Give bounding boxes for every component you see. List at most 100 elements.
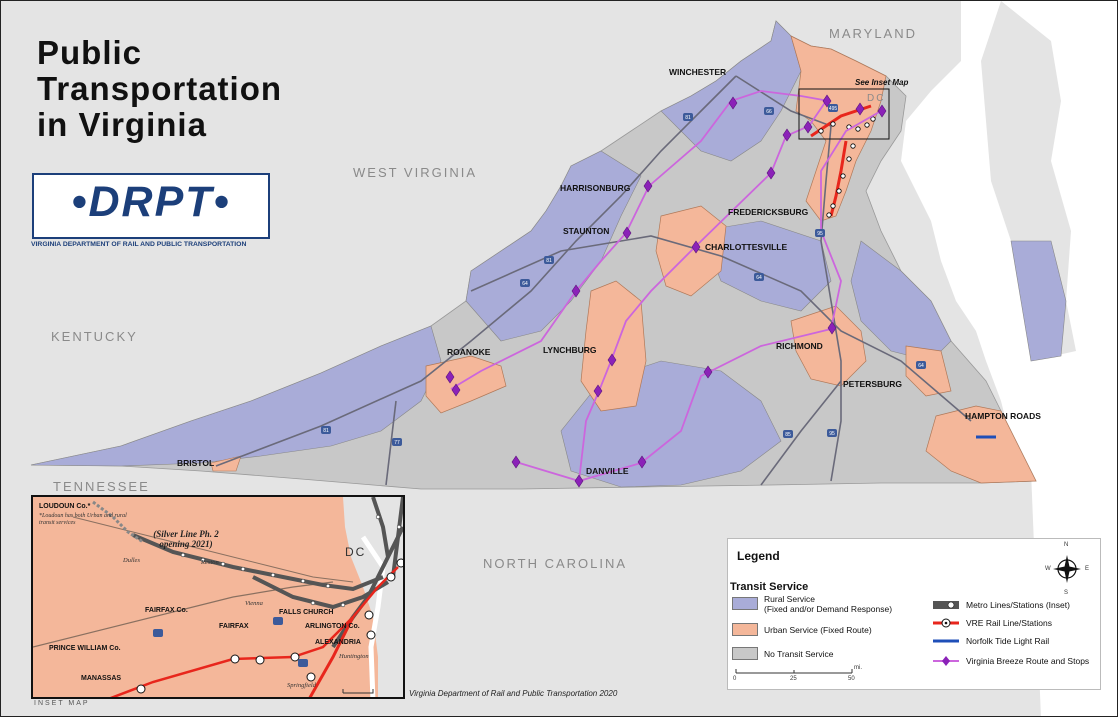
highway-number: 64 xyxy=(522,281,528,287)
highway-shield: 64 xyxy=(754,273,764,281)
highway-shield: 81 xyxy=(544,256,554,264)
chesapeake-bay-water xyxy=(901,1,1117,716)
state-label-kentucky: KENTUCKY xyxy=(51,329,138,344)
city-label-harrisonburg: HARRISONBURG xyxy=(560,183,631,193)
vre-station xyxy=(846,156,852,162)
inset-potomac-river xyxy=(360,535,386,697)
inset-map: LOUDOUN Co.* *Loudoun has both Urban and… xyxy=(31,495,405,699)
metro-red-line xyxy=(371,497,403,578)
highway-number: 81 xyxy=(546,258,552,264)
inset-vre-fredericksburg-line xyxy=(308,616,355,697)
legend-symbols xyxy=(735,555,1081,674)
breeze-stop xyxy=(855,102,865,116)
state-label-west-virginia: WEST VIRGINIA xyxy=(353,165,477,180)
interstate-77 xyxy=(385,400,397,486)
inset-map-caption: INSET MAP xyxy=(34,700,90,707)
breeze-stop xyxy=(782,128,792,142)
highway-number: 81 xyxy=(685,115,691,121)
breeze-stop xyxy=(703,365,713,379)
legend-metro-station xyxy=(947,601,955,609)
metro-stop xyxy=(396,524,402,530)
city-label-hampton-roads: HAMPTON ROADS xyxy=(965,411,1041,421)
legend-swatch-none xyxy=(732,647,758,660)
metro-stop xyxy=(300,578,306,584)
breeze-stop xyxy=(511,455,521,469)
highway-number: 85 xyxy=(785,432,791,438)
metro-stop xyxy=(340,602,346,608)
breeze-stop xyxy=(643,179,653,193)
inset-silver-line-note: (Silver Line Ph. 2 opening 2021) xyxy=(153,529,219,549)
breeze-stop xyxy=(607,353,617,367)
urban-region-northern-virginia xyxy=(790,35,887,222)
urban-region-roanoke xyxy=(425,355,507,414)
inset-highway-shield xyxy=(298,659,308,667)
inset-road xyxy=(72,516,354,583)
interstate-85 xyxy=(760,380,842,486)
city-label-lynchburg: LYNCHBURG xyxy=(543,345,597,355)
legend-vre-station-dot xyxy=(944,621,948,625)
vre-station xyxy=(830,121,836,127)
breeze-stop xyxy=(637,455,647,469)
urban-region-lynchburg xyxy=(580,280,647,412)
map-title: Public Transportation in Virginia xyxy=(37,35,282,143)
highway-shield: 64 xyxy=(520,279,530,287)
inset-station xyxy=(386,572,396,582)
city-label-roanoke: ROANOKE xyxy=(447,347,491,357)
rural-region-valley xyxy=(465,150,642,342)
inset-station xyxy=(306,672,316,682)
compass-s: S xyxy=(1064,590,1069,596)
highway-shield: 95 xyxy=(827,429,837,437)
inset-label-prince-william: PRINCE WILLIAM Co. xyxy=(49,645,121,652)
vre-station xyxy=(826,212,832,218)
highway-number: 77 xyxy=(394,440,400,446)
inset-vre-manassas-line xyxy=(110,566,399,697)
legend: Legend Transit Service Rural Service (Fi… xyxy=(727,538,1101,690)
inset-station xyxy=(230,654,240,664)
inset-scale-bar xyxy=(342,689,374,694)
metro-stop xyxy=(310,600,316,606)
vre-station xyxy=(864,122,870,128)
highway-shield: 85 xyxy=(783,430,793,438)
legend-title: Legend xyxy=(737,549,780,563)
inset-station xyxy=(396,558,403,568)
inset-station xyxy=(136,684,146,694)
inset-label-huntington: Huntington xyxy=(339,653,369,660)
legend-scale-bar xyxy=(735,669,853,674)
inset-label-manassas: MANASSAS xyxy=(81,675,122,682)
city-label-bristol: BRISTOL xyxy=(177,458,215,468)
legend-label-none: No Transit Service xyxy=(764,649,834,659)
breeze-stop xyxy=(593,384,603,398)
legend-label-tide: Norfolk Tide Light Rail xyxy=(966,636,1050,646)
highway-number: 64 xyxy=(918,363,924,369)
legend-metro-line xyxy=(933,601,959,609)
breeze-stop xyxy=(766,166,776,180)
highway-number: 64 xyxy=(756,275,762,281)
compass-n: N xyxy=(1064,542,1069,548)
compass-e: E xyxy=(1085,566,1090,572)
legend-scale-unit: mi. xyxy=(854,665,862,671)
title-line: Transportation xyxy=(37,70,283,107)
legend-label-vre: VRE Rail Line/Stations xyxy=(966,618,1052,628)
vre-station xyxy=(850,143,856,149)
city-label-richmond: RICHMOND xyxy=(776,341,823,351)
breeze-route-valley xyxy=(450,90,830,390)
legend-scale-label: 50 xyxy=(848,676,855,682)
urban-region-richmond xyxy=(790,305,867,387)
breeze-stop xyxy=(877,104,887,118)
city-label-fredericksburg: FREDERICKSBURG xyxy=(728,207,809,217)
breeze-route-piedmont xyxy=(578,100,827,482)
legend-label-urban: Urban Service (Fixed Route) xyxy=(764,625,872,635)
inset-road xyxy=(33,581,334,648)
inset-label-vienna: Vienna xyxy=(245,600,263,607)
metro-stop xyxy=(375,514,381,520)
breeze-stop xyxy=(451,383,461,397)
inset-station xyxy=(364,610,374,620)
state-label-maryland: MARYLAND xyxy=(829,26,918,41)
metro-stop xyxy=(270,572,276,578)
see-inset-map-note: See Inset Map xyxy=(855,78,909,87)
urban-region-hampton-roads xyxy=(925,405,1037,484)
inset-stations xyxy=(136,558,403,694)
inset-metro-stops xyxy=(180,514,402,608)
metro-stop xyxy=(240,566,246,572)
